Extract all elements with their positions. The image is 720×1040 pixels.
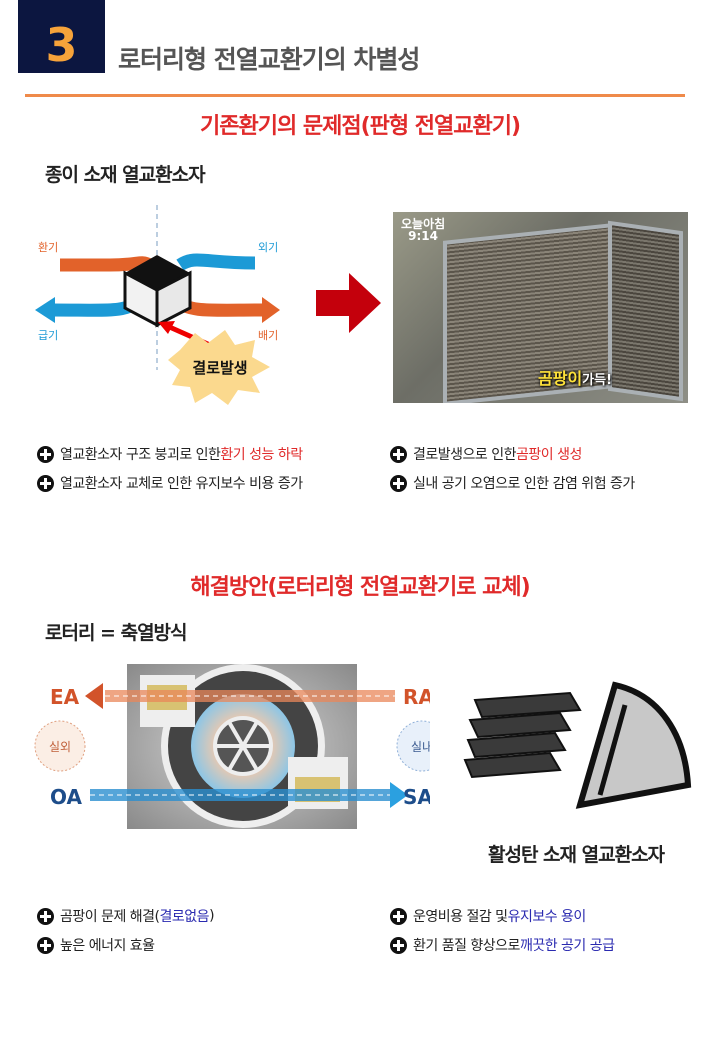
- plus-circle-icon: [37, 936, 54, 954]
- plus-circle-icon: [37, 474, 54, 492]
- bullet-text: 열교환소자 교체로 인한 유지보수 비용 증가: [60, 476, 303, 492]
- solution-bullet: 운영비용 절감 및 유지보수 용이: [390, 906, 586, 926]
- bullet-text: 곰팡이 문제 해결(: [60, 909, 160, 925]
- plate-cube: [123, 255, 192, 328]
- bullet-highlight: 유지보수 용이: [507, 909, 587, 925]
- tv-time: 9:14: [408, 229, 439, 243]
- page-title: 로터리형 전열교환기의 차별성: [118, 45, 420, 74]
- supply-stream: [90, 789, 390, 801]
- bullet-text: 열교환소자 구조 붕괴로 인한: [60, 447, 221, 463]
- plus-circle-icon: [37, 907, 54, 925]
- problem-bullet: 열교환소자 교체로 인한 유지보수 비용 증가: [37, 473, 303, 493]
- photo-caption: 곰팡이가득!: [538, 365, 612, 389]
- plus-circle-icon: [390, 445, 407, 463]
- problem-subheading: 종이 소재 열교환소자: [45, 164, 206, 186]
- bullet-text: 실내 공기 오염으로 인한 감염 위험 증가: [413, 476, 635, 492]
- bullet-text: 결로발생으로 인한: [413, 447, 517, 463]
- caption-tail: 가득!: [582, 373, 613, 388]
- activated-carbon-elements-image: [463, 681, 692, 809]
- supply-arrowhead: [35, 297, 55, 323]
- divider: [25, 94, 685, 97]
- ra-label: RA: [403, 685, 430, 709]
- bullet-text: 환기 품질 향상으로: [413, 938, 520, 954]
- filter-right-face: [608, 220, 683, 402]
- problem-bullet: 결로발생으로 인한 곰팡이 생성: [390, 444, 582, 464]
- plus-circle-icon: [390, 474, 407, 492]
- tv-channel: 오늘아침: [401, 217, 446, 231]
- solution-subheading: 로터리 = 축열방식: [45, 622, 188, 644]
- solution-bullet: 높은 에너지 효율: [37, 935, 155, 955]
- right-arrow-icon: [316, 273, 381, 333]
- condensation-burst: [168, 330, 270, 405]
- return-air-flow: [60, 256, 153, 272]
- element-caption: 활성탄 소재 열교환소자: [488, 844, 665, 866]
- condensation-label: 결로발생: [192, 359, 247, 377]
- bullet-highlight: 결로없음: [159, 909, 210, 925]
- oa-label: OA: [50, 785, 82, 809]
- bullet-highlight: 환기 성능 하락: [220, 447, 303, 463]
- solution-bullet: 환기 품질 향상으로 깨끗한 공기 공급: [390, 935, 615, 955]
- sa-label: SA: [403, 785, 430, 809]
- caption-main: 곰팡이: [538, 369, 583, 388]
- exhaust-air-label: 배기: [258, 329, 278, 342]
- ea-label: EA: [50, 685, 80, 709]
- solution-heading: 해결방안(로터리형 전열교환기로 교체): [190, 575, 530, 600]
- plus-circle-icon: [390, 936, 407, 954]
- bullet-highlight: 곰팡이 생성: [516, 447, 582, 463]
- bullet-tail: ): [209, 908, 215, 924]
- plus-circle-icon: [37, 445, 54, 463]
- bullet-highlight: 깨끗한 공기 공급: [519, 938, 615, 954]
- moldy-exchanger-photo: 오늘아침 9:14 곰팡이가득!: [393, 212, 688, 403]
- outside-air-flow: [176, 253, 256, 271]
- plate-exchanger-diagram: 결로발생 환기 외기 급기 배기: [35, 205, 280, 405]
- carbon-sector: [575, 681, 692, 809]
- bullet-text: 운영비용 절감 및: [413, 909, 508, 925]
- tv-logo: 오늘아침 9:14: [401, 218, 445, 242]
- bullet-text: 높은 에너지 효율: [60, 938, 155, 954]
- supply-air-label: 급기: [38, 329, 58, 342]
- exhaust-arrowhead: [262, 297, 280, 323]
- indoor-badge: [396, 720, 430, 772]
- plus-circle-icon: [390, 907, 407, 925]
- outdoor-badge: [34, 720, 86, 772]
- problem-bullet: 실내 공기 오염으로 인한 감염 위험 증가: [390, 473, 635, 493]
- problem-heading: 기존환기의 문제점(판형 전열교환기): [199, 114, 521, 139]
- solution-bullet: 곰팡이 문제 해결(결로없음): [37, 906, 215, 926]
- rotary-exchanger-diagram: EA RA OA SA 실외 실내: [34, 664, 430, 829]
- outside-air-label: 외기: [258, 241, 278, 254]
- outdoor-label: 실외: [49, 740, 71, 754]
- indoor-label: 실내: [411, 740, 430, 754]
- return-air-label: 환기: [38, 241, 58, 254]
- problem-bullet: 열교환소자 구조 붕괴로 인한 환기 성능 하락: [37, 444, 303, 464]
- section-number: 3: [18, 0, 105, 73]
